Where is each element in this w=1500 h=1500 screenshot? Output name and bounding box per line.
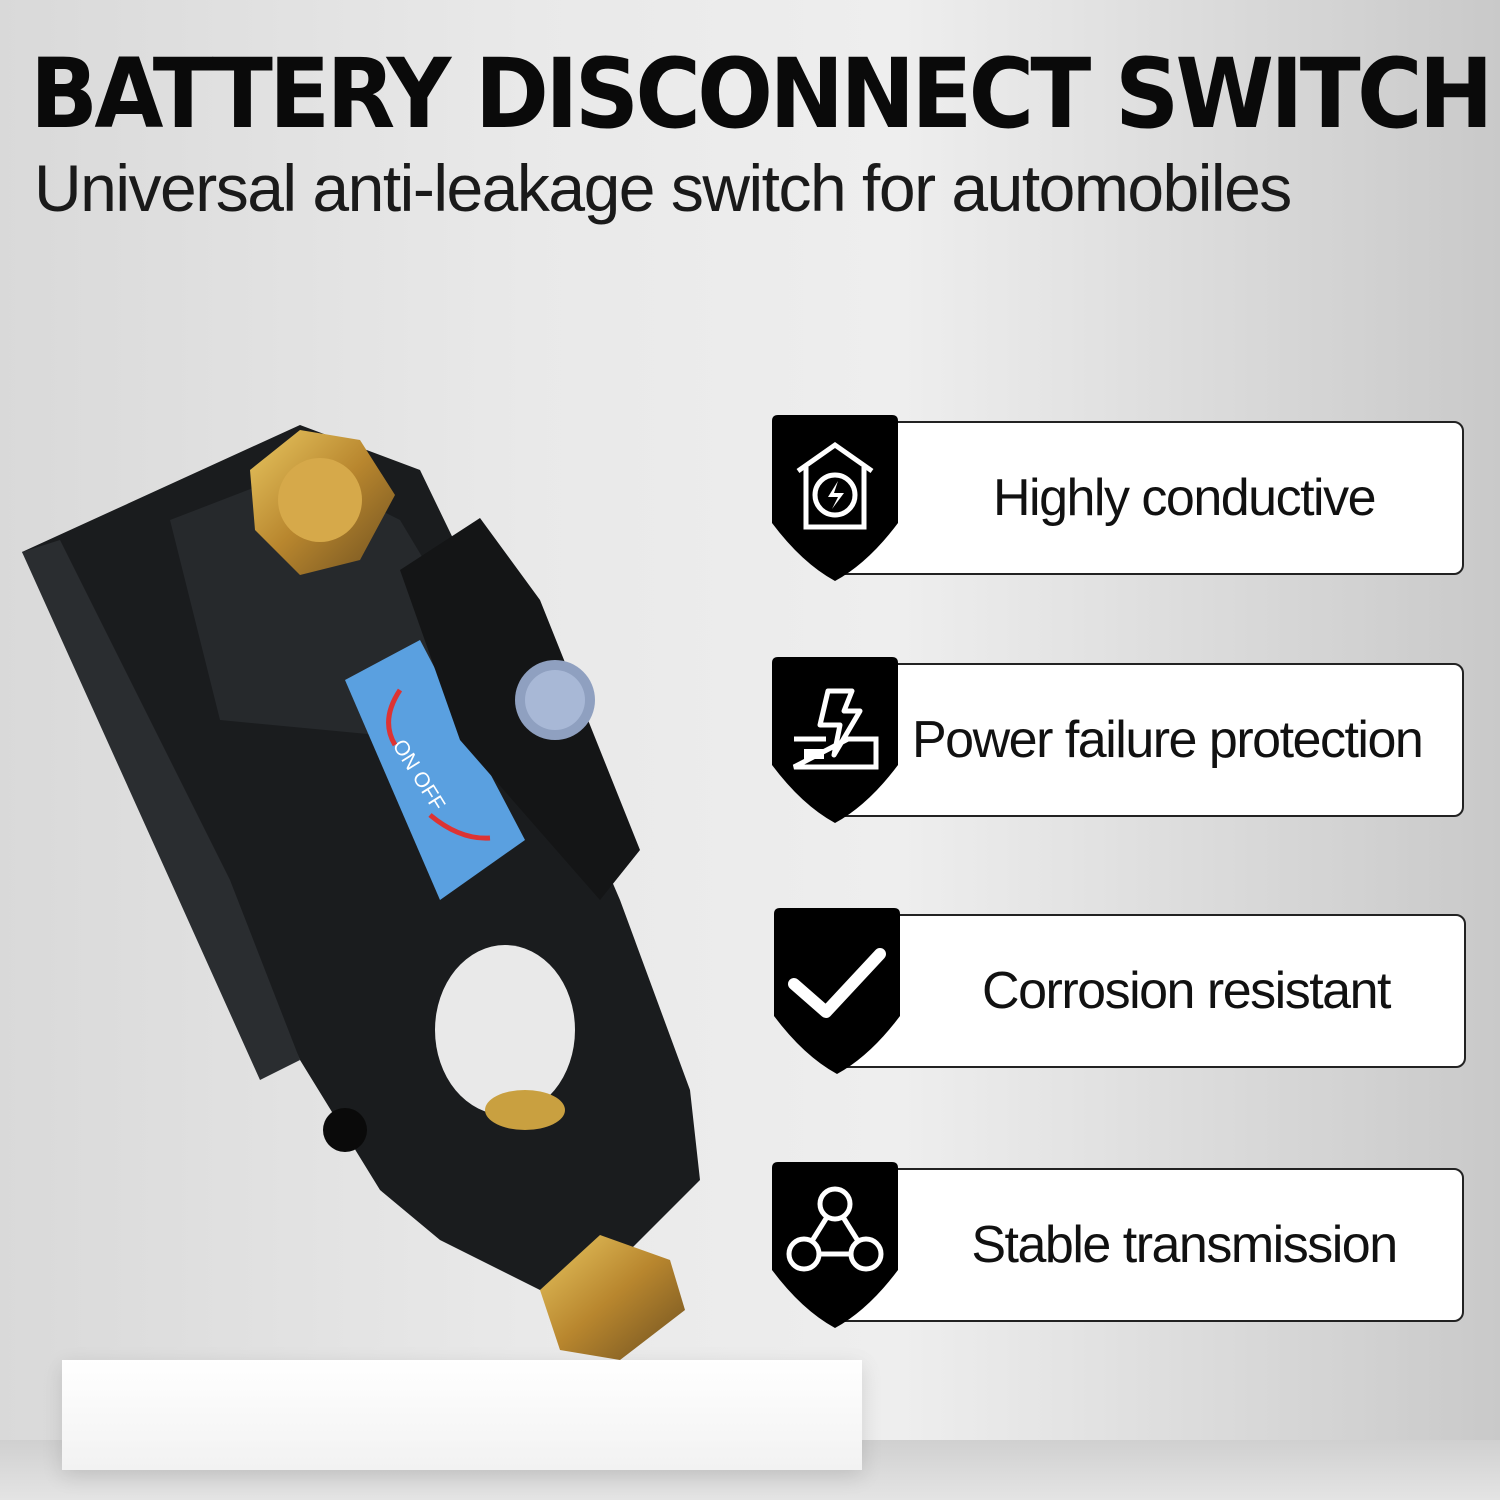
house-lightning-icon (772, 415, 898, 581)
feature-label: Corrosion resistant (982, 962, 1391, 1020)
page-title: BATTERY DISCONNECT SWITCH (30, 38, 1493, 150)
page-subtitle: Universal anti-leakage switch for automo… (34, 151, 1292, 225)
feature-label: Power failure protection (912, 711, 1424, 769)
feature-corrosion-resistant: Corrosion resistant (770, 906, 1470, 1076)
feature-label: Highly conductive (992, 469, 1377, 527)
feature-label: Stable transmission (971, 1216, 1398, 1274)
feature-card (834, 421, 1464, 575)
checkmark-icon (774, 908, 900, 1074)
battery-disconnect-switch-photo: ON OFF (22, 425, 700, 1360)
feature-highly-conductive: Highly conductive (768, 413, 1468, 583)
feature-stable-transmission: Stable transmission (768, 1160, 1468, 1330)
display-pedestal (62, 1360, 862, 1470)
power-failure-icon (772, 657, 898, 823)
bottom-nut (540, 1235, 685, 1360)
terminal-hole (435, 945, 575, 1115)
feature-card (834, 1168, 1464, 1322)
network-nodes-icon (772, 1162, 898, 1328)
label-plate: ON OFF (345, 640, 525, 900)
feature-card (836, 914, 1466, 1068)
feature-card (834, 663, 1464, 817)
feature-power-failure-protection: Power failure protection (768, 655, 1468, 825)
